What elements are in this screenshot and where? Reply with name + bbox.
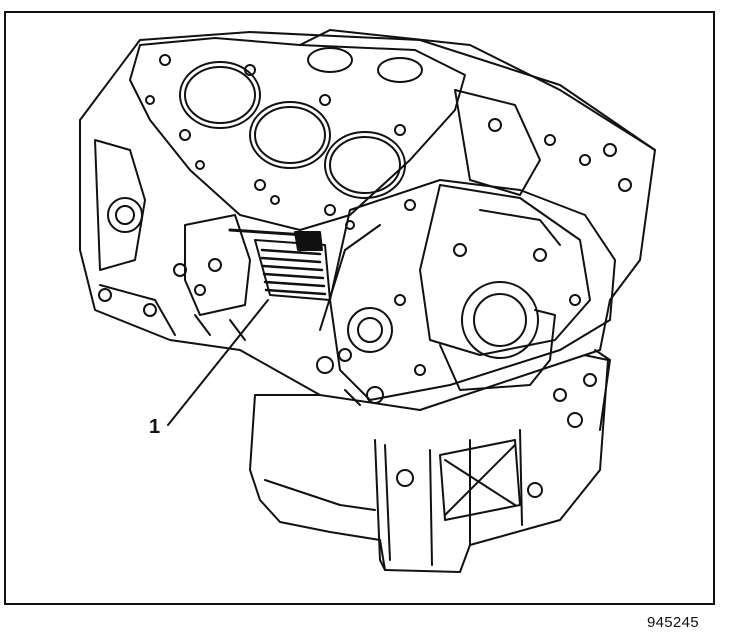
cylinder-bore [324, 131, 406, 199]
figure-number: 945245 [647, 614, 699, 631]
crankshaft-bore [461, 281, 539, 359]
callout-leader-line [167, 299, 269, 426]
cylinder-bore [249, 101, 331, 169]
oil-pan [249, 349, 609, 573]
cylinder-bore [179, 61, 261, 129]
knock-sensor-location [228, 228, 331, 301]
cylinder-block [79, 29, 656, 431]
figure-frame [4, 11, 715, 605]
callout-label: 1 [149, 416, 161, 438]
